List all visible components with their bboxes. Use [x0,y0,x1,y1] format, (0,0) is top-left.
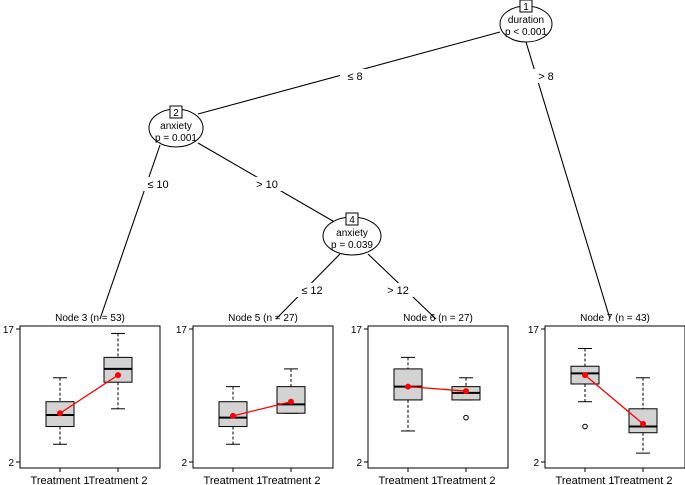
panel-frame [19,325,161,469]
y-tick-label: 17 [351,325,363,336]
x-tick-label: Treatment 2 [89,475,148,485]
panel-title: Node 3 (n = 53) [55,313,125,324]
y-tick-label: 17 [176,325,188,336]
y-tick-label: 17 [3,325,15,336]
edge-2-3 [99,144,161,320]
panel-title: Node 5 (n = 27) [228,313,298,324]
mean-point [582,372,588,379]
x-tick-label: Treatment 2 [262,475,321,485]
edge-1-7 [525,41,611,320]
node-id: 4 [349,215,355,226]
panel-title: Node 6 (n = 27) [403,313,473,324]
edge-label-2-3: ≤ 10 [147,179,168,191]
panel-frame [367,325,509,469]
edge-label-1-2: ≤ 8 [347,71,362,83]
node-variable: anxiety [160,121,192,132]
panel-frame [544,325,685,469]
y-tick-label: 2 [8,458,14,469]
iqr-box [628,408,658,434]
node-variable: duration [508,15,544,26]
node-id-box [345,212,359,226]
outlier-point [463,414,469,421]
edge-label-2-4: > 10 [256,179,278,191]
node-id-box [169,105,183,119]
mean-point [115,372,121,379]
x-tick-label: Treatment 1 [379,475,438,485]
panel-frame [192,325,334,469]
mean-connector [407,385,467,392]
outlier-point [582,423,588,430]
mean-point [640,420,646,427]
y-tick-label: 2 [356,458,362,469]
x-tick-label: Treatment 2 [437,475,496,485]
edge-label-4-5: ≤ 12 [301,285,322,297]
node-variable: anxiety [336,228,368,239]
y-tick-label: 2 [533,458,539,469]
mean-point [463,388,469,395]
x-tick-label: Treatment 1 [556,475,615,485]
mean-point [288,398,294,405]
inner-node-2: 2 anxiety p = 0.001 [148,105,204,148]
x-tick-label: Treatment 1 [31,475,90,485]
mean-connector [584,374,644,425]
x-tick-label: Treatment 2 [614,475,673,485]
mean-connector [232,401,292,417]
mean-point [230,412,236,419]
mean-point [405,383,411,390]
node-pvalue: p = 0.039 [331,240,373,251]
inner-node-1: 1 duration p < 0.001 [499,0,553,43]
mean-point [57,410,63,417]
y-tick-label: 17 [528,325,540,336]
y-tick-label: 2 [181,458,187,469]
node-id: 1 [523,2,529,13]
panel-title: Node 7 (n = 43) [580,313,650,324]
node-pvalue: p < 0.001 [505,27,547,38]
inner-node-4: 4 anxiety p = 0.039 [322,212,382,256]
edge-label-4-6: > 12 [387,285,409,297]
x-tick-label: Treatment 1 [204,475,263,485]
edge-label-1-7: > 8 [538,71,554,83]
mean-connector [59,374,119,414]
node-id: 2 [173,108,179,119]
edge-labels: ≤ 8 > 8 ≤ 10 > 10 ≤ 12 > 12 [142,69,559,297]
node-pvalue: p = 0.001 [155,133,197,144]
node-id-box [519,0,533,13]
